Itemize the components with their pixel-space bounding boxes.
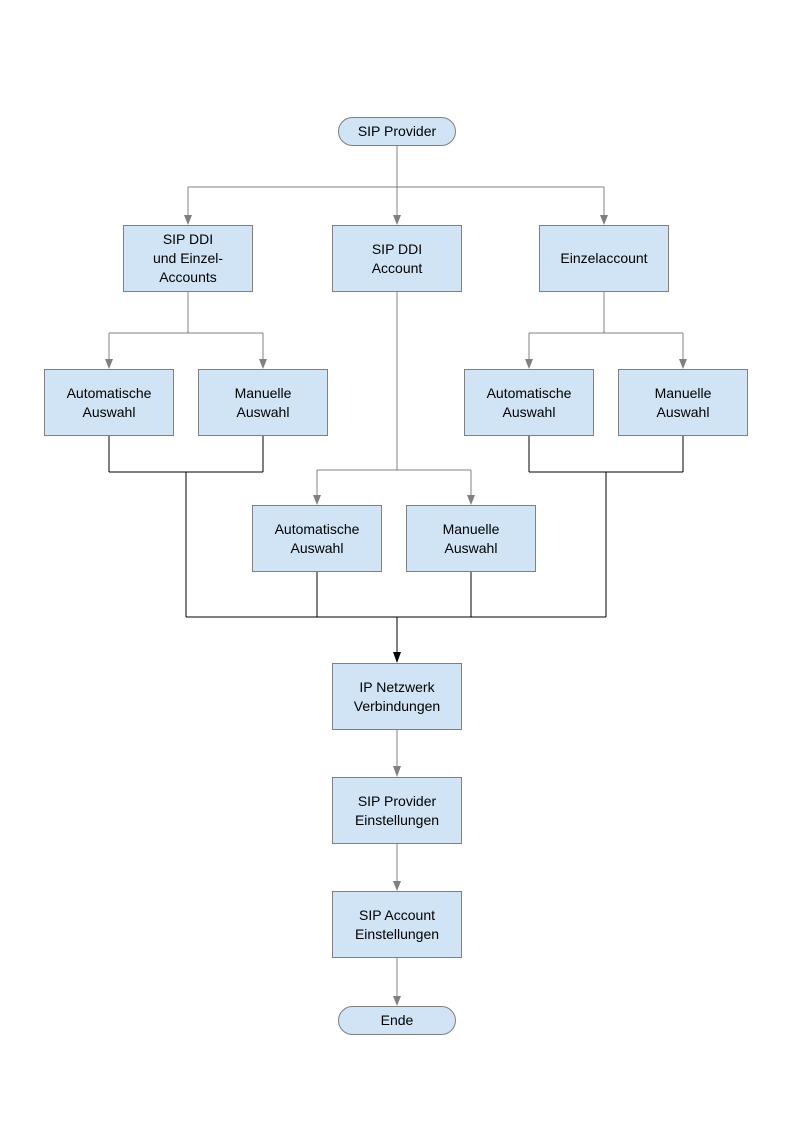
node-einzelaccount: Einzelaccount bbox=[539, 225, 669, 292]
node-sip-ddi-und-einzel-accounts: SIP DDI und Einzel- Accounts bbox=[123, 225, 253, 292]
node-ende: Ende bbox=[338, 1006, 456, 1035]
node-automatische-auswahl-right: Automatische Auswahl bbox=[464, 369, 594, 436]
node-manuelle-auswahl-middle: Manuelle Auswahl bbox=[406, 505, 536, 572]
node-sip-account-einstellungen: SIP Account Einstellungen bbox=[332, 891, 462, 958]
node-manuelle-auswahl-right: Manuelle Auswahl bbox=[618, 369, 748, 436]
node-manuelle-auswahl-left: Manuelle Auswahl bbox=[198, 369, 328, 436]
node-start-sip-provider: SIP Provider bbox=[338, 117, 456, 146]
node-ip-netzwerk-verbindungen: IP Netzwerk Verbindungen bbox=[332, 663, 462, 730]
node-automatische-auswahl-middle: Automatische Auswahl bbox=[252, 505, 382, 572]
node-automatische-auswahl-left: Automatische Auswahl bbox=[44, 369, 174, 436]
node-sip-ddi-account: SIP DDI Account bbox=[332, 225, 462, 292]
node-sip-provider-einstellungen: SIP Provider Einstellungen bbox=[332, 777, 462, 844]
